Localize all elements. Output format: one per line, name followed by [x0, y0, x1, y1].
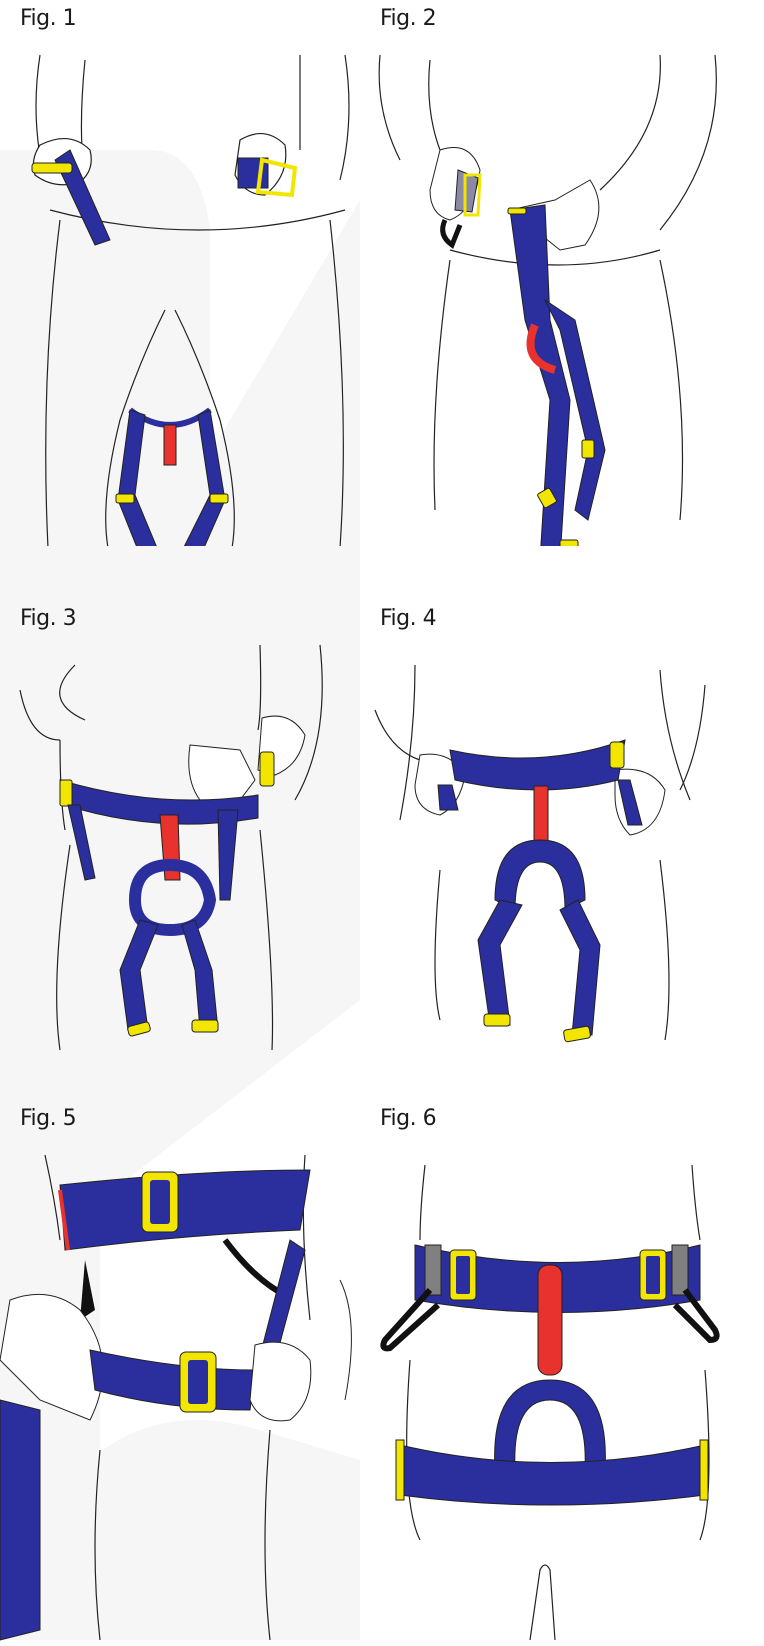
belay-loop	[538, 1265, 562, 1375]
leg-loop-left	[118, 410, 160, 546]
gear-loop	[443, 220, 460, 245]
figure-5-illustration	[0, 1100, 382, 1646]
figure-5: Fig. 5	[0, 1100, 382, 1646]
figure-6-illustration	[360, 1100, 742, 1646]
figure-4: Fig. 4	[360, 600, 742, 1146]
waist-strap	[450, 740, 625, 790]
leg-loop-right	[180, 410, 225, 546]
belay-loop	[164, 425, 176, 465]
figure-1: Fig. 1	[0, 0, 382, 546]
figure-1-illustration	[0, 0, 382, 546]
figure-4-illustration	[360, 600, 742, 1146]
buckle-icon	[32, 163, 72, 173]
figure-2: Fig. 2	[360, 0, 742, 546]
figure-2-illustration	[360, 0, 742, 546]
gear-loop	[225, 1240, 285, 1295]
figure-3-illustration	[0, 600, 382, 1146]
figure-6: Fig. 6	[360, 1100, 742, 1646]
waist-strap	[60, 1170, 310, 1250]
figure-3: Fig. 3	[0, 600, 382, 1146]
